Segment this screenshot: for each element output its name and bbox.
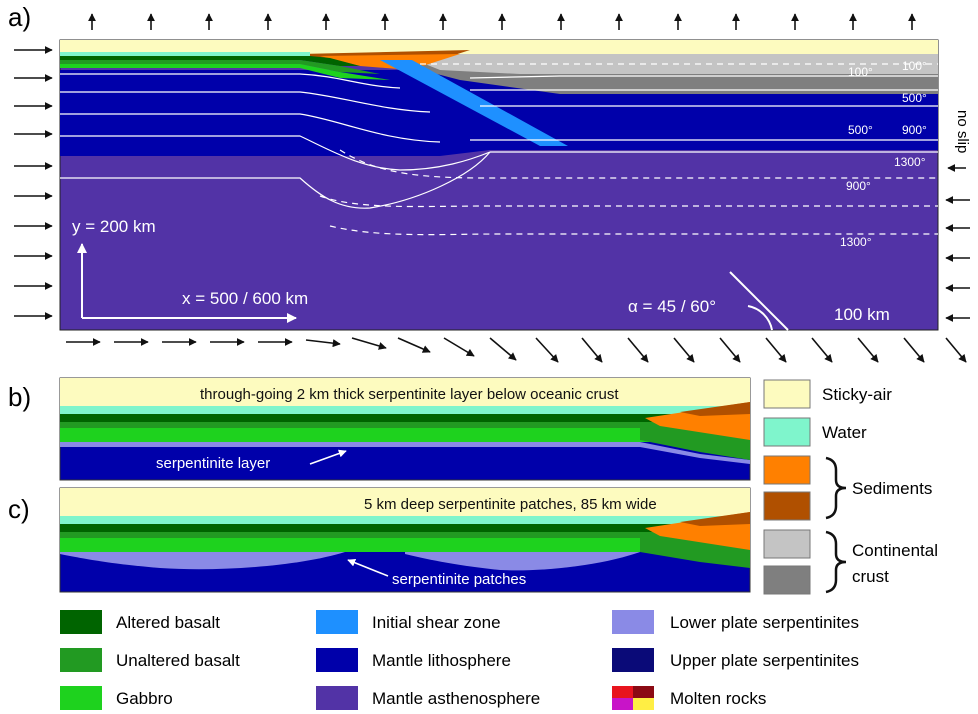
legend-label-lower-plate-serpentinites: Lower plate serpentinites	[670, 613, 859, 632]
iso-label-100-right: 100°	[902, 59, 927, 73]
legend-label-upper-plate-serpentinites: Upper plate serpentinites	[670, 651, 859, 670]
bottom-legend: Altered basalt Unaltered basalt Gabbro I…	[60, 610, 859, 710]
iso-label-100-left: 100°	[848, 65, 873, 79]
angle-indicator	[729, 271, 789, 331]
iso-label-900-right: 900°	[902, 123, 927, 137]
panel-b-annotation: serpentinite layer	[156, 455, 270, 472]
legend-label-unaltered-basalt: Unaltered basalt	[116, 651, 240, 670]
legend-label-mantle-lithosphere: Mantle lithosphere	[372, 651, 511, 670]
panel-c-annotation: serpentinite patches	[392, 571, 526, 588]
iso-label-1300-upper: 1300°	[894, 155, 926, 169]
legend-swatch-unaltered-basalt	[60, 648, 102, 672]
legend-swatch-crust-dark	[763, 565, 811, 595]
continental-crust-brace	[825, 530, 847, 594]
panel-b-section	[59, 377, 751, 481]
right-boundary-arrows	[945, 164, 970, 322]
iso-label-1300-lower: 1300°	[840, 235, 872, 249]
legend-swatch-water	[763, 417, 811, 447]
legend-swatch-sediment-light	[763, 455, 811, 485]
legend-swatch-mantle-lithosphere	[316, 648, 358, 672]
legend-label-sediments: Sediments	[852, 479, 932, 498]
angle-label: α = 45 / 60°	[628, 297, 716, 316]
legend-label-altered-basalt: Altered basalt	[116, 613, 220, 632]
panel-a-label: a)	[8, 2, 31, 32]
panel-a-model-domain	[59, 39, 939, 331]
y-axis-label: y = 200 km	[72, 217, 156, 236]
panel-a-isotherms	[60, 73, 938, 209]
legend-label-water: Water	[822, 423, 867, 442]
legend-label-mantle-asthenosphere: Mantle asthenosphere	[372, 689, 540, 708]
iso-label-500-right: 500°	[902, 91, 927, 105]
panel-c-title: 5 km deep serpentinite patches, 85 km wi…	[364, 496, 657, 513]
iso-label-900-lower: 900°	[846, 179, 871, 193]
legend-label-gabbro: Gabbro	[116, 689, 173, 708]
legend-swatch-mantle-asthenosphere	[316, 686, 358, 710]
legend-label-crust: crust	[852, 567, 889, 586]
left-boundary-arrows	[14, 46, 53, 320]
legend-label-continental: Continental	[852, 541, 938, 560]
legend-swatch-altered-basalt	[60, 610, 102, 634]
legend-label-molten-rocks: Molten rocks	[670, 689, 766, 708]
iso-label-500-left: 500°	[848, 123, 873, 137]
legend-swatch-gabbro	[60, 686, 102, 710]
legend-swatch-molten-rocks	[612, 686, 654, 710]
legend-label-sticky-air: Sticky-air	[822, 385, 892, 404]
side-legend: Sticky-air Water Sediments Continental c…	[763, 379, 938, 595]
bottom-boundary-arrows	[66, 337, 967, 363]
legend-label-initial-shear-zone: Initial shear zone	[372, 613, 501, 632]
panel-b-title: through-going 2 km thick serpentinite la…	[200, 386, 619, 403]
legend-swatch-sediment-dark	[763, 491, 811, 521]
x-axis-label: x = 500 / 600 km	[182, 289, 308, 308]
panel-a-axes	[77, 243, 297, 323]
no-slip-label: no slip	[954, 110, 971, 153]
panel-c-section	[59, 487, 751, 593]
legend-swatch-upper-plate-serpentinites	[612, 648, 654, 672]
panel-b-annotation-arrow	[309, 449, 347, 465]
legend-swatch-lower-plate-serpentinites	[612, 610, 654, 634]
panel-c-label: c)	[8, 494, 30, 524]
legend-swatch-initial-shear-zone	[316, 610, 358, 634]
panel-a-dashed-isotherms	[319, 63, 938, 236]
sediments-brace	[825, 456, 847, 520]
top-boundary-arrows	[88, 13, 916, 30]
legend-swatch-sticky-air	[763, 379, 811, 409]
panel-b-label: b)	[8, 382, 31, 412]
legend-swatch-crust-light	[763, 529, 811, 559]
scale-label: 100 km	[834, 305, 890, 324]
panel-c-annotation-arrow	[347, 558, 389, 577]
